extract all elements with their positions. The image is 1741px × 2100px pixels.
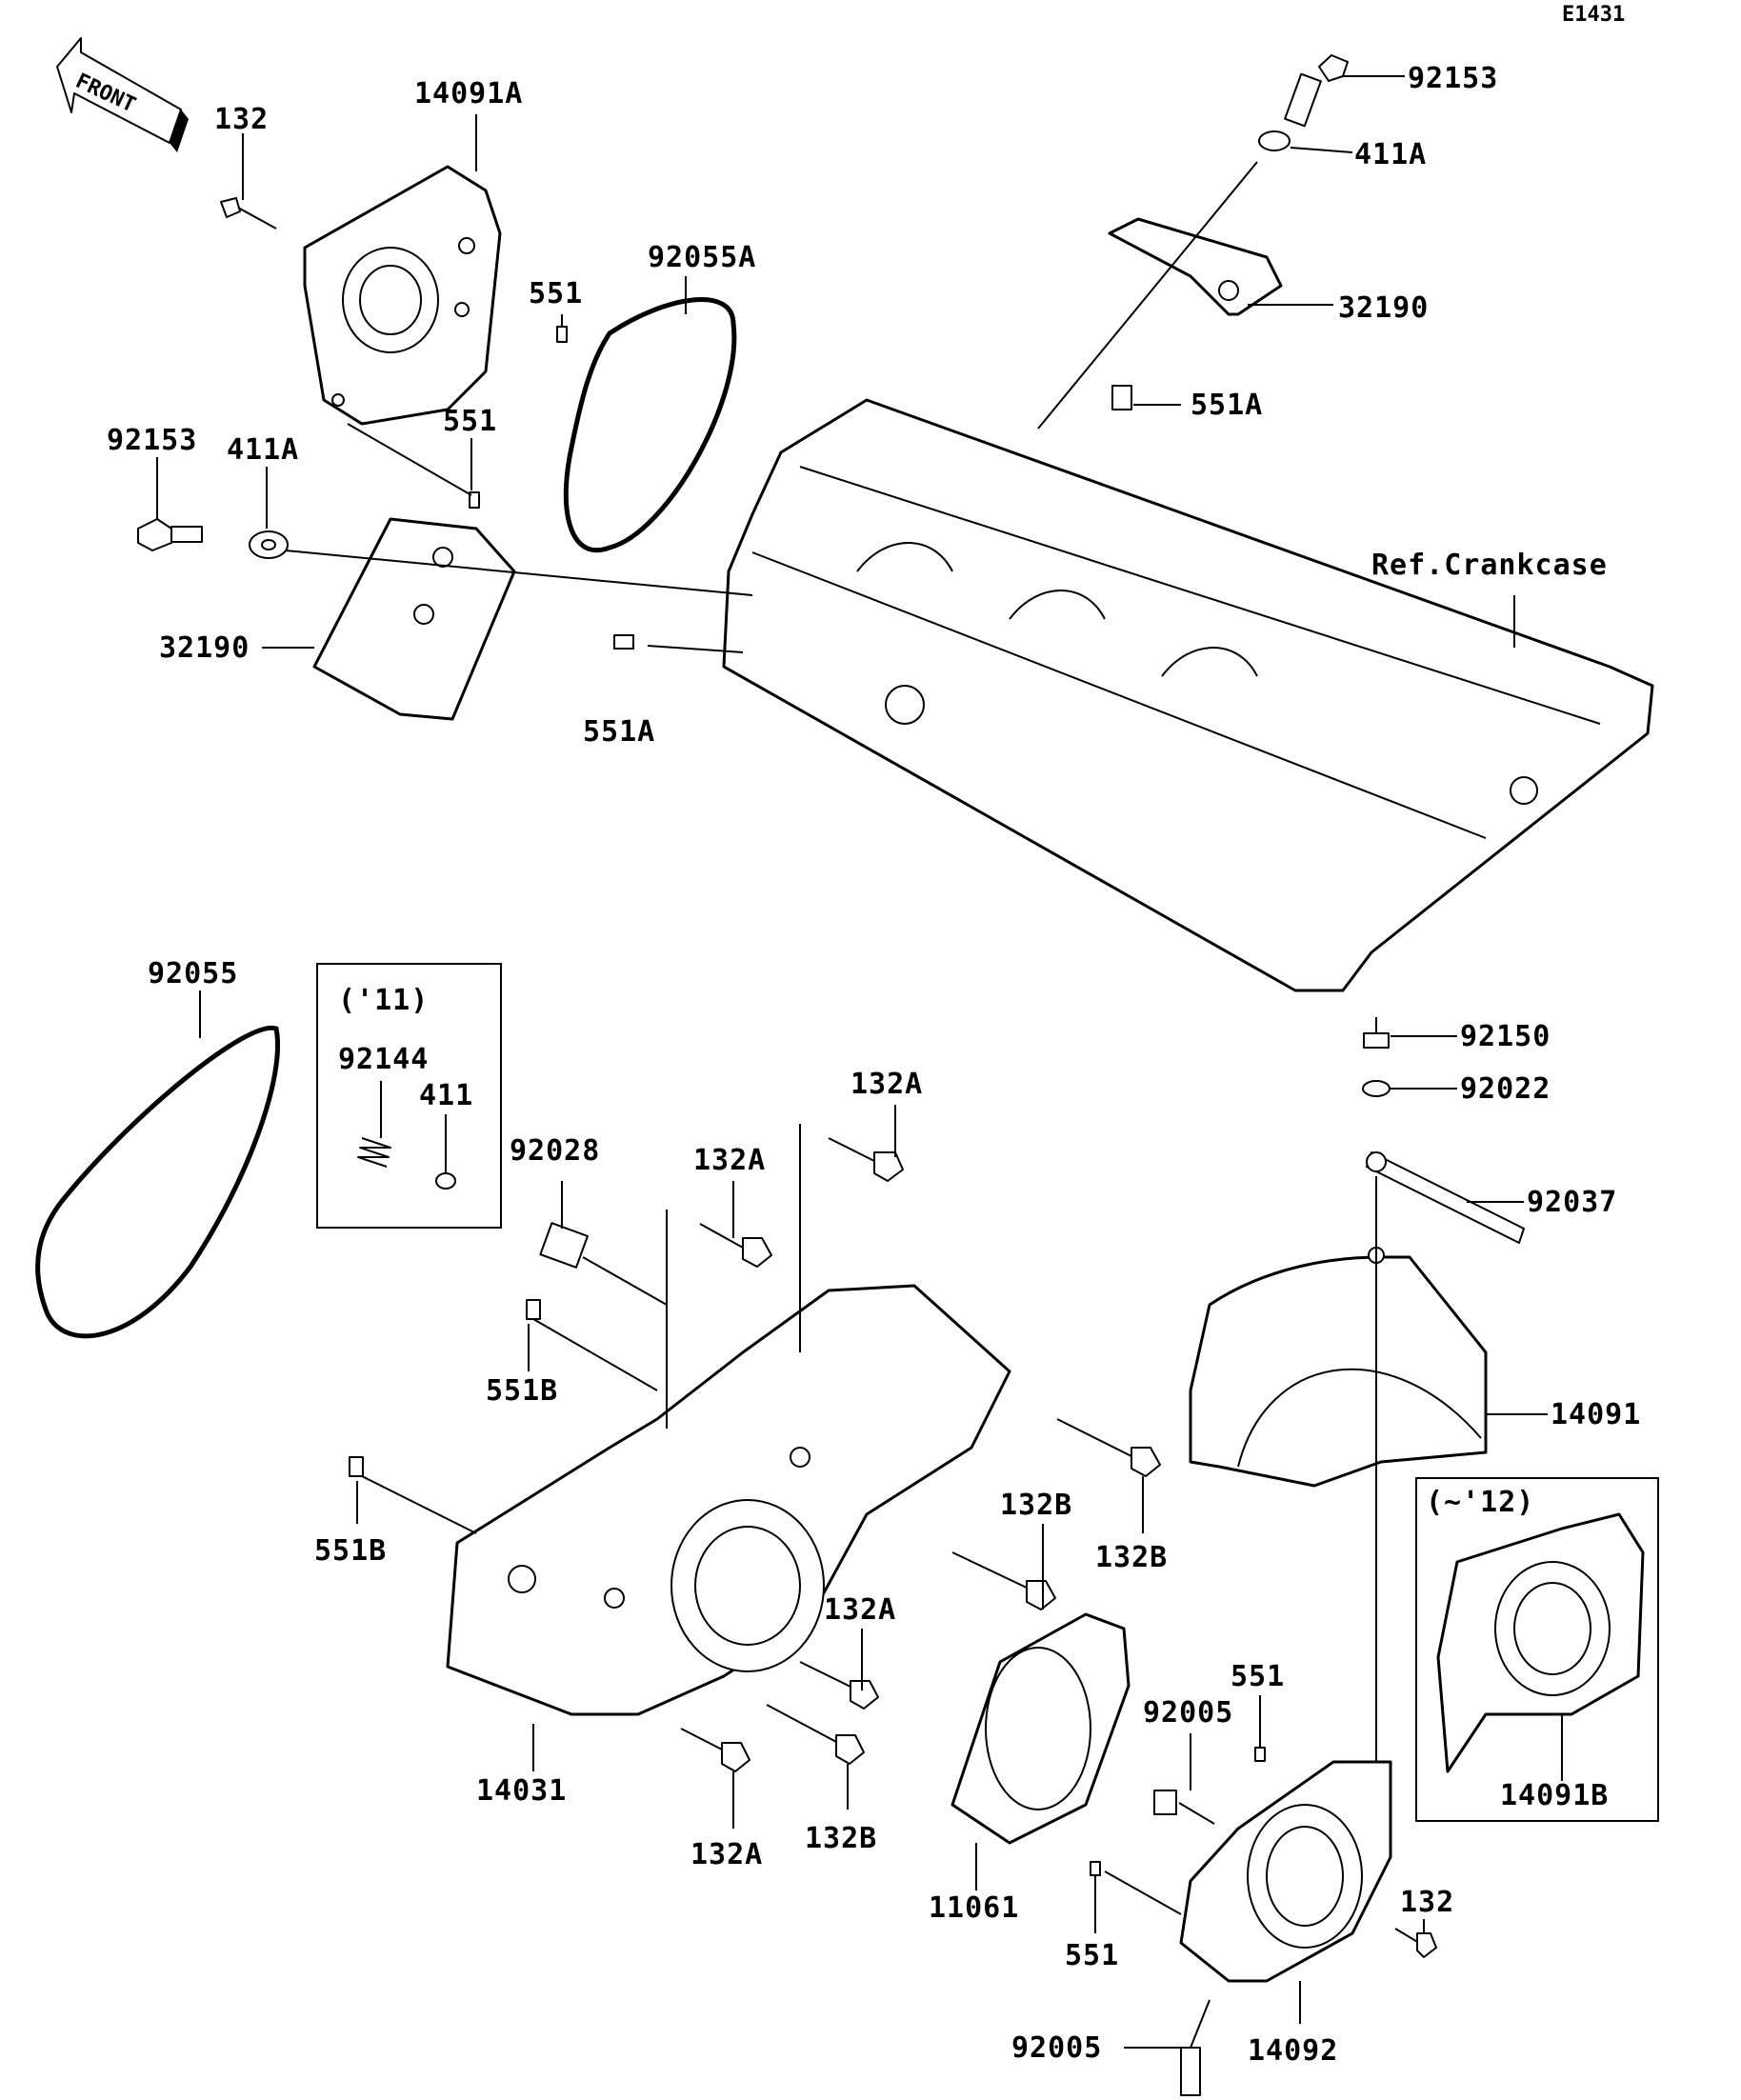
bolt-132-drawing — [220, 197, 277, 230]
diagram-code: E1431 — [1562, 3, 1625, 27]
bolt-132A-d-drawing — [680, 1728, 750, 1772]
bolt-132B-b-drawing — [951, 1551, 1056, 1610]
label-92028: 92028 — [510, 1134, 600, 1168]
oring-92055A-drawing — [563, 297, 737, 552]
cover-14091B-drawing — [1436, 1512, 1645, 1773]
box-2011-title: ('11) — [338, 984, 429, 1017]
crankcase-drawing — [722, 398, 1654, 992]
bolt-132A-b-drawing — [699, 1223, 772, 1268]
bushing-92028-drawing — [539, 1222, 589, 1269]
cover-14091-drawing — [1189, 1247, 1488, 1488]
label-92150: 92150 — [1460, 1020, 1551, 1053]
label-14092: 14092 — [1248, 2034, 1338, 2068]
label-92055: 92055 — [148, 957, 238, 990]
label-132A-a: 132A — [850, 1068, 923, 1101]
label-92022: 92022 — [1460, 1072, 1551, 1106]
pin-551A-left-drawing — [613, 634, 634, 650]
pin-551-c-drawing — [1254, 1747, 1266, 1762]
leader-lines-bottom-right — [975, 1035, 1548, 2049]
label-132B-c: 132B — [805, 1822, 877, 1855]
label-132A-d: 132A — [690, 1838, 763, 1871]
fitting-92005-b-drawing — [1180, 1999, 1211, 2096]
label-551-d: 551 — [1065, 1939, 1119, 1972]
label-92037: 92037 — [1527, 1186, 1617, 1219]
label-92153-right: 92153 — [1408, 62, 1498, 95]
label-551A-right: 551A — [1191, 389, 1263, 422]
label-92055A: 92055A — [648, 241, 756, 274]
gasket-11061-drawing — [951, 1612, 1131, 1845]
label-92005-b: 92005 — [1011, 2031, 1102, 2065]
bolt-132-bottom-drawing — [1394, 1928, 1437, 1958]
bolt-132A-c-drawing — [799, 1661, 879, 1710]
cover-14092-drawing — [1179, 1760, 1392, 1983]
box-2012 — [1415, 1477, 1659, 1822]
washer-411A-left-drawing — [249, 530, 289, 559]
bolt-92153-right-drawing — [1284, 54, 1349, 128]
label-32190-right: 32190 — [1338, 291, 1429, 325]
leader-lines-bottom-left — [356, 1105, 1144, 1829]
pin-551B-a-drawing — [526, 1299, 541, 1320]
pin-551-b-drawing — [469, 491, 480, 509]
label-132B-a: 132B — [1000, 1489, 1072, 1522]
label-132B-b: 132B — [1095, 1541, 1168, 1574]
fitting-92005-a-drawing — [1153, 1790, 1215, 1825]
oring-92055-drawing — [35, 1025, 281, 1339]
label-411A-right: 411A — [1354, 138, 1427, 171]
box-2012-title: (~'12) — [1426, 1486, 1534, 1519]
label-32190-left: 32190 — [159, 631, 250, 665]
label-14091: 14091 — [1551, 1398, 1641, 1431]
bolt-132B-c-drawing — [766, 1704, 865, 1765]
strap-92037-drawing — [1366, 1151, 1525, 1244]
label-92144: 92144 — [338, 1043, 429, 1076]
pin-551B-b-drawing — [349, 1456, 364, 1477]
bolt-132A-a-drawing — [828, 1137, 904, 1182]
label-411: 411 — [419, 1079, 473, 1112]
washer-92022-drawing — [1362, 1080, 1391, 1097]
bolt-132B-a-drawing — [1056, 1418, 1161, 1477]
label-411A-left: 411A — [227, 433, 299, 467]
housing-14031-drawing — [446, 1284, 1011, 1716]
label-14091A: 14091A — [414, 77, 523, 110]
label-551A-left: 551A — [583, 715, 655, 749]
leader-lines-top — [156, 75, 1515, 653]
label-551-c: 551 — [1231, 1660, 1285, 1693]
washer-411A-right-drawing — [1258, 130, 1291, 151]
pin-551-d-drawing — [1090, 1861, 1101, 1876]
label-551B-a: 551B — [486, 1374, 558, 1408]
label-551-b: 551 — [443, 405, 497, 438]
washer-411-drawing — [435, 1172, 456, 1190]
bracket-32190-right-drawing — [1108, 217, 1283, 316]
bracket-32190-left-drawing — [312, 517, 516, 721]
label-92153-left: 92153 — [107, 424, 197, 457]
label-132A-c: 132A — [824, 1593, 896, 1627]
bolt-92153-left-drawing — [137, 518, 203, 551]
box-2011 — [316, 963, 502, 1229]
label-14031: 14031 — [476, 1774, 567, 1808]
bolt-92150-drawing — [1363, 1017, 1390, 1049]
front-arrow-icon: FRONT — [56, 37, 189, 152]
label-551-a: 551 — [529, 277, 583, 310]
label-132-bottom: 132 — [1400, 1886, 1454, 1919]
label-92005-a: 92005 — [1143, 1696, 1233, 1730]
label-ref-crankcase: Ref.Crankcase — [1371, 549, 1608, 582]
label-11061: 11061 — [929, 1891, 1019, 1925]
cover-14091A-drawing — [303, 165, 502, 426]
pin-551-a-drawing — [556, 326, 568, 343]
label-132-top: 132 — [214, 103, 269, 136]
pin-551A-right-drawing — [1111, 385, 1132, 410]
label-132A-b: 132A — [693, 1144, 766, 1177]
spring-92144-drawing — [357, 1137, 391, 1168]
label-14091B: 14091B — [1500, 1779, 1609, 1812]
label-551B-b: 551B — [314, 1534, 387, 1568]
